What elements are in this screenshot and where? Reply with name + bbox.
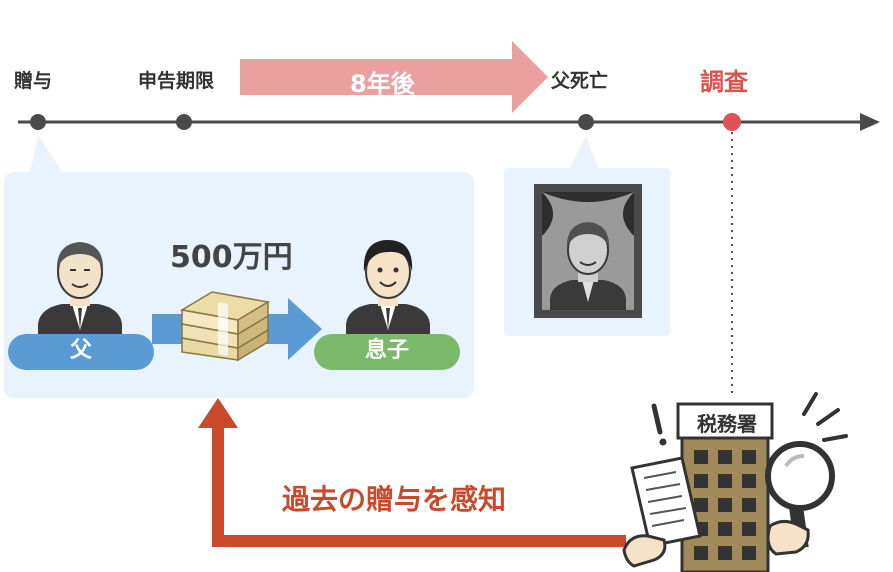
timeline-dot-deadline <box>176 114 192 130</box>
person-icon <box>38 242 122 336</box>
receiver-pill: 息子 <box>314 334 460 370</box>
event-label-gift: 贈与 <box>14 70 53 92</box>
tax-office-sign: 税務署 <box>697 412 757 436</box>
timeline-dot-investigation <box>723 113 741 131</box>
money-stack-icon <box>179 291 271 362</box>
timeline-dot-death <box>578 114 594 130</box>
timeline-dot-gift <box>30 114 46 130</box>
event-label-deadline: 申告期限 <box>138 70 215 92</box>
detection-label: 過去の贈与を感知 <box>282 483 507 516</box>
magnifier-icon <box>765 441 835 556</box>
person-icon <box>346 240 430 336</box>
document-icon <box>622 456 702 568</box>
period-label: 8年後 <box>350 70 415 98</box>
giver-pill: 父 <box>8 334 154 370</box>
memorial-portrait-icon <box>534 184 642 318</box>
tax-office-building-icon <box>651 392 848 572</box>
event-label-investigation: 調査 <box>700 68 748 96</box>
event-label-death: 父死亡 <box>551 70 609 92</box>
gift-amount: 500万円 <box>170 240 293 275</box>
period-arrow <box>240 41 548 113</box>
